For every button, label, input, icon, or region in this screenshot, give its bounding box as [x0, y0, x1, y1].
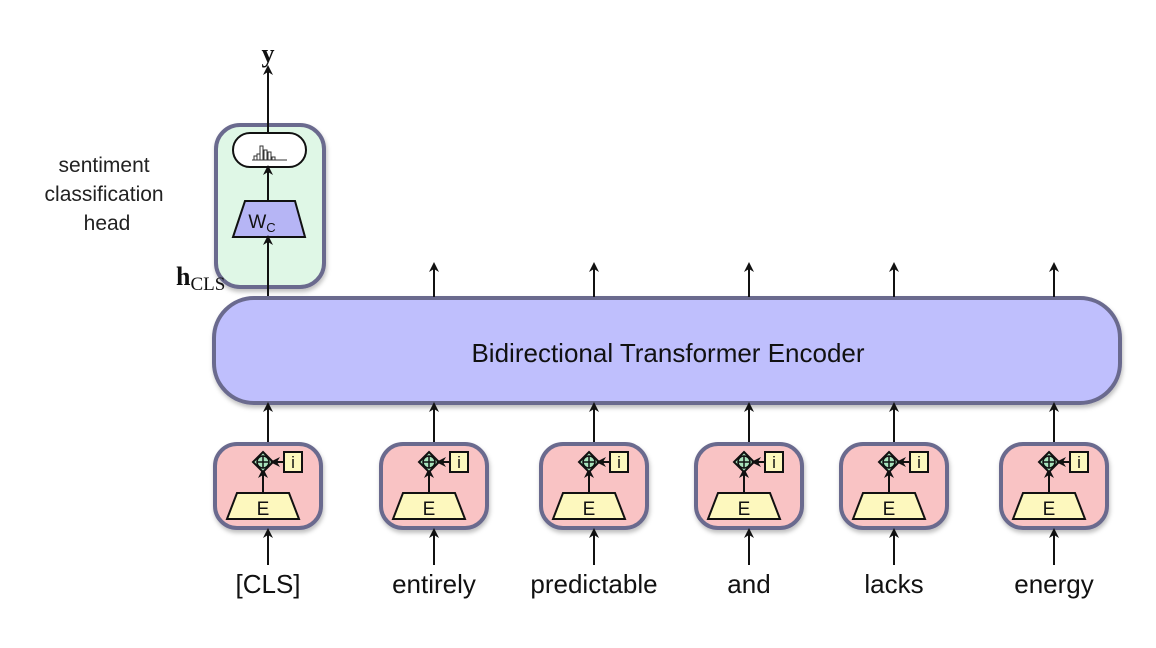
embedding-label: E	[423, 499, 436, 520]
softmax-pill	[232, 132, 307, 168]
histogram-icon	[252, 145, 287, 161]
output-label-y: y	[262, 39, 275, 68]
embedding-label: E	[257, 499, 270, 520]
embedding-matrix	[706, 492, 782, 520]
head-caption: sentiment classification head	[45, 154, 170, 235]
token-label: lacks	[864, 569, 923, 599]
position-label: i	[457, 453, 461, 472]
hidden-cls-label: hCLS	[176, 262, 225, 295]
position-label: i	[1077, 453, 1081, 472]
encoder-label: Bidirectional Transformer Encoder	[471, 338, 864, 368]
embedding-label: E	[738, 499, 751, 520]
classification-head: WC	[214, 123, 326, 297]
embedding-matrix	[551, 492, 627, 520]
encoder-box	[212, 296, 1122, 405]
token-column: Ei entirely	[379, 262, 489, 599]
embedding-matrix	[391, 492, 467, 520]
embedding-matrix	[225, 492, 301, 520]
token-label: energy	[1014, 569, 1094, 599]
token-label: entirely	[392, 569, 476, 599]
token-column: Ei lacks	[839, 262, 949, 599]
token-label: predictable	[530, 569, 657, 599]
embedding-matrix	[851, 492, 927, 520]
token-column: Ei and	[694, 262, 804, 599]
position-label: i	[617, 453, 621, 472]
token-column: Ei energy	[999, 262, 1109, 599]
position-label: i	[291, 453, 295, 472]
embedding-label: E	[583, 499, 596, 520]
position-label: i	[772, 453, 776, 472]
token-label: and	[727, 569, 770, 599]
token-label: [CLS]	[235, 569, 300, 599]
token-column: Ei predictable	[530, 262, 658, 599]
embedding-label: E	[1043, 499, 1056, 520]
token-column: Ei [CLS]	[213, 402, 323, 599]
embedding-label: E	[883, 499, 896, 520]
embedding-matrix	[1011, 492, 1087, 520]
position-label: i	[917, 453, 921, 472]
weight-label: WC	[248, 212, 275, 235]
weight-matrix-wc	[231, 200, 307, 238]
